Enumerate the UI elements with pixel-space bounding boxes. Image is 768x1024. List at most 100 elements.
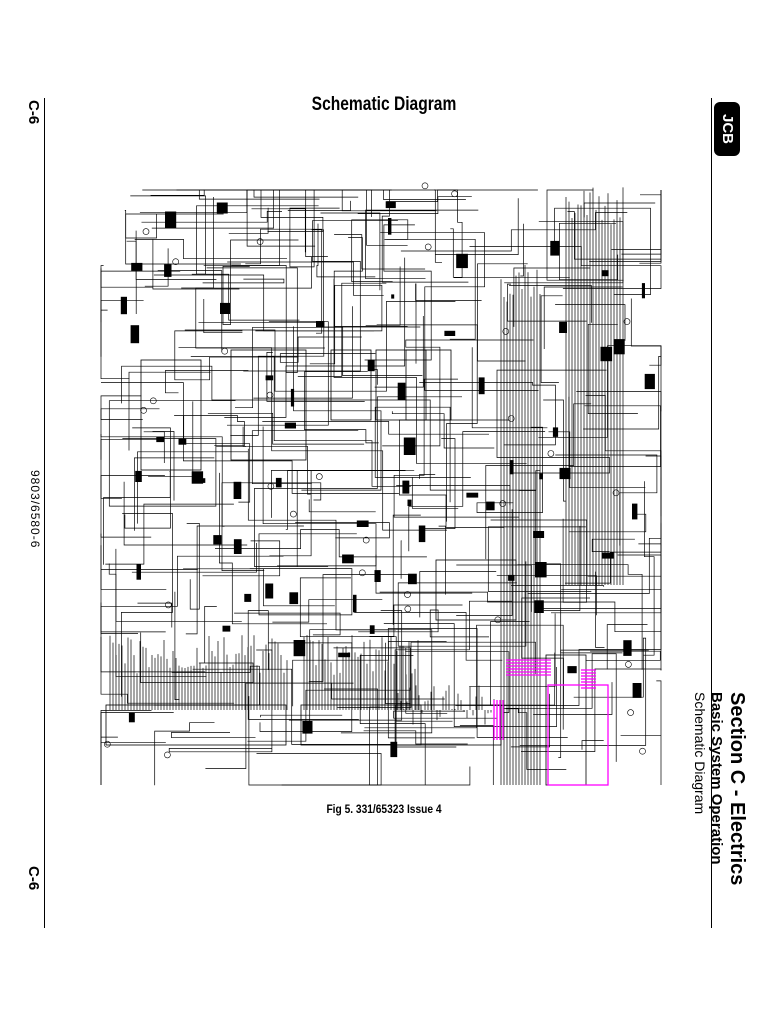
wire (334, 234, 426, 270)
wire (135, 230, 217, 280)
wire (621, 190, 662, 255)
wire (139, 190, 248, 214)
callout-circle (612, 489, 620, 497)
wire (551, 522, 662, 614)
wire-bundle (100, 182, 662, 786)
component-box (545, 654, 587, 786)
component-symbol (353, 594, 357, 613)
wire (256, 753, 382, 786)
wire (141, 211, 282, 223)
component-symbol (641, 283, 645, 299)
wire (391, 411, 495, 449)
callout-circle (404, 591, 411, 598)
highlighted-wires (493, 659, 609, 786)
wire (591, 538, 635, 552)
wire (520, 223, 524, 277)
component-symbol (356, 520, 369, 527)
component-symbol (486, 501, 495, 511)
component-symbol (367, 359, 375, 372)
callout-circle (499, 500, 507, 507)
wire (100, 555, 284, 633)
wire (251, 208, 306, 253)
component-symbol (244, 593, 252, 602)
wire (611, 190, 662, 250)
component-symbol (407, 499, 412, 506)
wire (333, 237, 408, 327)
wire (262, 421, 489, 435)
wire (392, 514, 421, 625)
component-symbol (289, 592, 299, 605)
figure-caption: Fig 5. 331/65323 Issue 4 (326, 802, 442, 816)
component-symbol (164, 264, 172, 277)
callout-circle (221, 347, 228, 355)
wire (100, 268, 108, 357)
component-symbol (342, 554, 354, 564)
wire (275, 189, 408, 246)
wire (195, 256, 325, 349)
wire (260, 714, 343, 718)
callout-circle (421, 182, 429, 190)
component-symbol (131, 262, 143, 271)
wire (511, 585, 605, 587)
wire (510, 693, 550, 748)
wire (100, 408, 160, 420)
component-symbol (601, 270, 609, 277)
wire (374, 316, 424, 388)
wire (215, 529, 427, 558)
wire (387, 628, 568, 739)
callout-circle (502, 328, 510, 335)
callout-circle (164, 751, 171, 759)
wire (645, 455, 662, 546)
wire (383, 623, 557, 727)
wire (103, 471, 171, 565)
wire (124, 427, 171, 529)
component-symbol (338, 652, 351, 658)
wire (435, 198, 519, 255)
wire (124, 210, 241, 265)
component-symbol (632, 503, 638, 520)
component-symbol (265, 375, 274, 381)
wire (308, 499, 376, 513)
section-title: Section C - Electrics (726, 692, 748, 886)
wire (185, 525, 304, 635)
wire (375, 554, 473, 594)
wire (157, 270, 223, 352)
wire (538, 345, 662, 438)
wire (123, 481, 248, 546)
component-box (435, 559, 517, 621)
wire (365, 266, 401, 326)
component-symbol (222, 625, 231, 632)
wire (469, 613, 556, 687)
wire (485, 403, 592, 560)
wire (100, 434, 225, 527)
component-symbol (478, 377, 485, 395)
wire (496, 369, 610, 474)
callout-circle (358, 569, 366, 577)
section-heading-block: Section C - Electrics Basic System Opera… (692, 692, 748, 885)
wire (227, 321, 329, 426)
component-box (330, 349, 372, 421)
callout-circle (507, 415, 515, 422)
wire (174, 330, 299, 381)
wire (142, 189, 205, 196)
connector-block (105, 704, 287, 746)
right-margin-rule (711, 98, 712, 928)
wire (333, 278, 527, 464)
component-symbol (601, 552, 614, 559)
callout-circle (149, 397, 157, 405)
wire (405, 647, 448, 714)
wire (394, 600, 513, 748)
wire (581, 740, 604, 750)
subsection-title: Basic System Operation (708, 692, 725, 865)
wire (518, 490, 623, 654)
wire (337, 641, 536, 708)
wire (216, 445, 311, 495)
wire (174, 591, 180, 700)
wire (227, 261, 384, 296)
wire (379, 591, 661, 633)
wire (643, 481, 655, 656)
wire (304, 371, 379, 444)
component-boxes (105, 349, 587, 786)
wire (101, 382, 399, 494)
wire (152, 431, 175, 501)
